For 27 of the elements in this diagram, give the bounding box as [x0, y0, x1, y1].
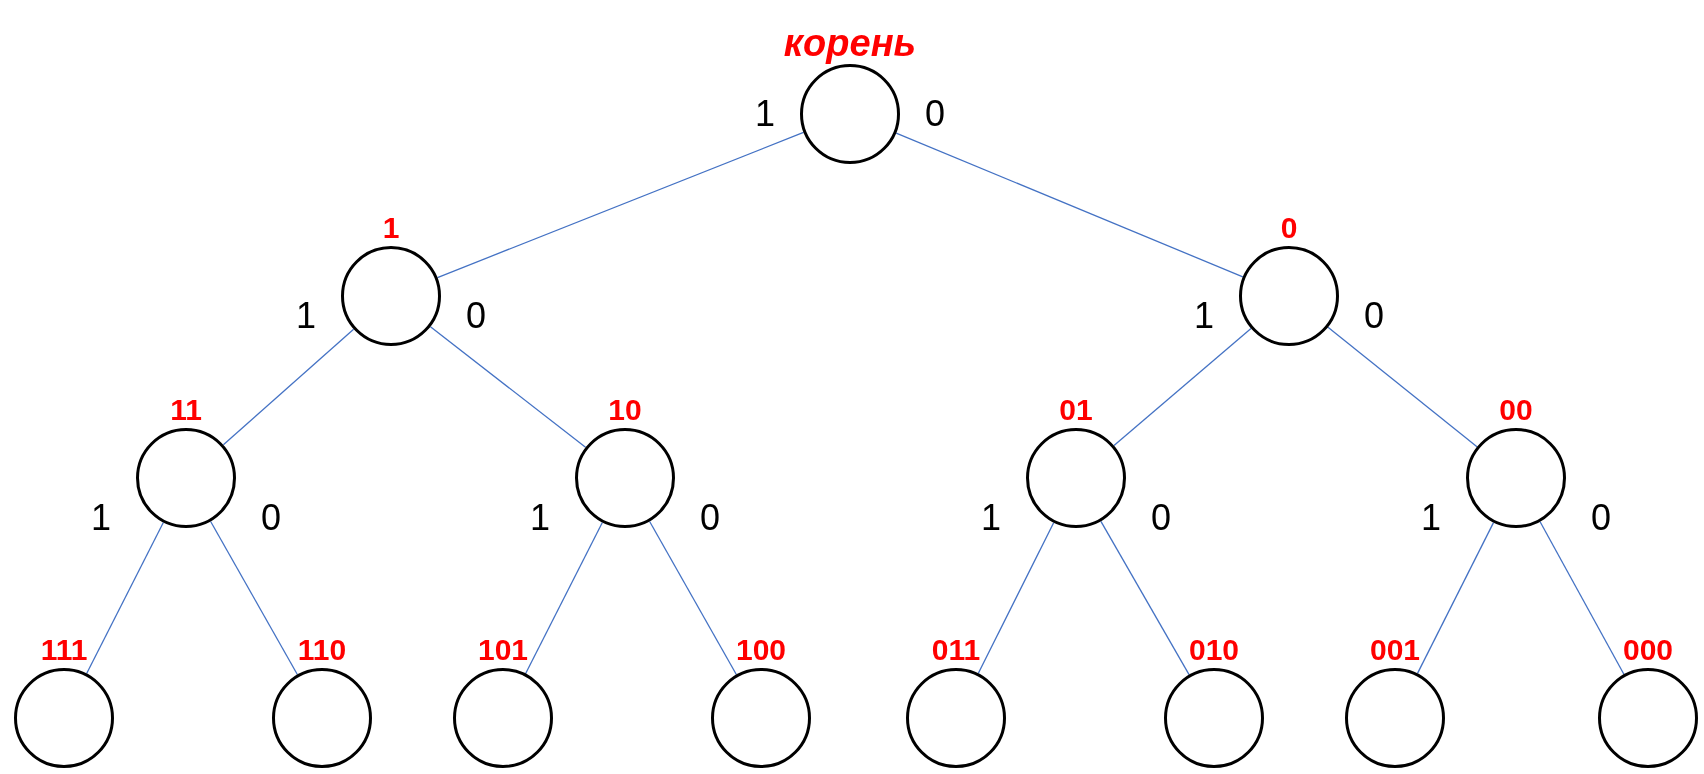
connector-line [222, 328, 355, 446]
connector-line [977, 522, 1055, 674]
node-label: 11 [170, 392, 202, 428]
node-label: 01 [1059, 392, 1093, 428]
connector-line [1539, 521, 1625, 675]
node-label: 10 [608, 392, 642, 428]
node-label: 111 [40, 632, 88, 668]
node-label: корень [783, 22, 917, 64]
connector-line [525, 521, 603, 675]
node-label: 010 [1188, 632, 1240, 668]
connector-line [210, 520, 298, 676]
node-label: 001 [1369, 632, 1421, 668]
node-label: 1 [382, 210, 400, 246]
connector-line [1100, 520, 1190, 676]
node-label: 101 [477, 632, 529, 668]
connector-line [429, 326, 587, 448]
connector-line [1113, 327, 1252, 447]
node-label: 0 [1280, 210, 1298, 246]
node-label: 110 [297, 632, 347, 668]
node-label: 000 [1622, 632, 1674, 668]
node-label: 00 [1499, 392, 1533, 428]
connector-line [649, 520, 737, 676]
connector-line [1327, 326, 1478, 448]
connector-line [86, 521, 164, 675]
node-label: 011 [931, 632, 981, 668]
node-label: 100 [735, 632, 787, 668]
connector-line [1416, 522, 1495, 674]
